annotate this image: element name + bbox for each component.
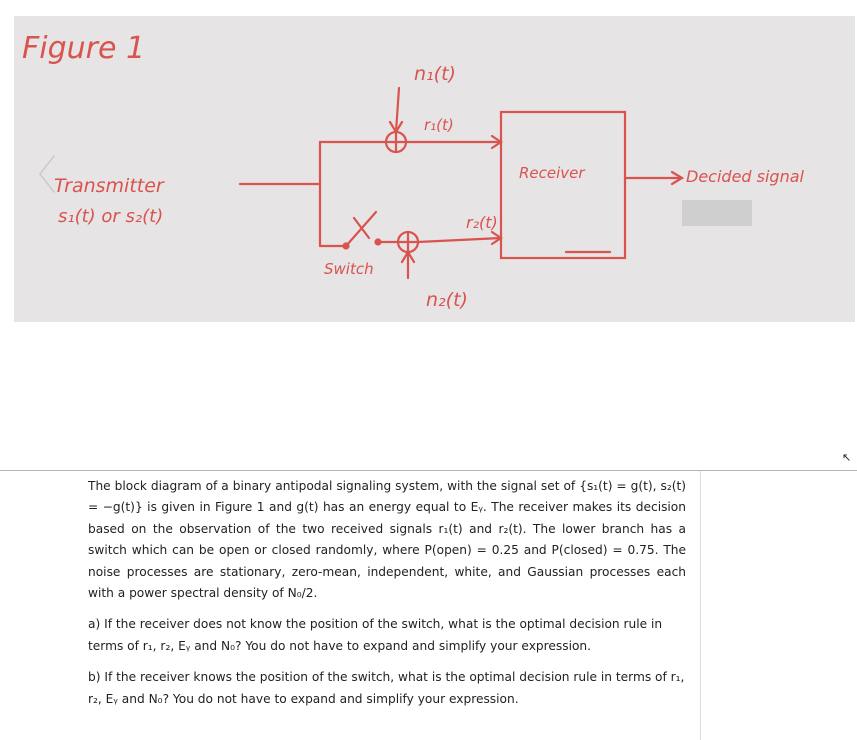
divider: [0, 470, 857, 471]
tx-signals-label: s₁(t) or s₂(t): [58, 206, 163, 227]
transmitter-label: Transmitter: [54, 175, 165, 197]
r1-label: r₁(t): [424, 116, 454, 134]
noise1-label: n₁(t): [414, 63, 456, 85]
question-a: a) If the receiver does not know the pos…: [88, 617, 663, 653]
figure-photo: Figure 1 Transmitter s₁(t) or s₂(t) n₁(t…: [14, 16, 855, 322]
problem-text: The block diagram of a binary antipodal …: [88, 476, 686, 710]
redacted-patch: [682, 200, 752, 226]
block-diagram: Figure 1 Transmitter s₁(t) or s₂(t) n₁(t…: [22, 31, 805, 311]
question-b: b) If the receiver knows the position of…: [88, 670, 685, 706]
problem-intro: The block diagram of a binary antipodal …: [88, 479, 686, 601]
figure-title: Figure 1: [22, 31, 145, 66]
noise1-arrow: [394, 86, 401, 134]
output-label: Decided signal: [686, 167, 805, 186]
r2-label: r₂(t): [466, 213, 498, 232]
switch-mark: [352, 216, 371, 240]
noise2-label: n₂(t): [426, 289, 468, 311]
cursor-icon: ↖: [842, 451, 852, 464]
receiver-box: [499, 110, 627, 260]
switch-label: Switch: [324, 260, 374, 278]
receiver-label: Receiver: [519, 164, 585, 182]
margin-line: [700, 471, 701, 740]
